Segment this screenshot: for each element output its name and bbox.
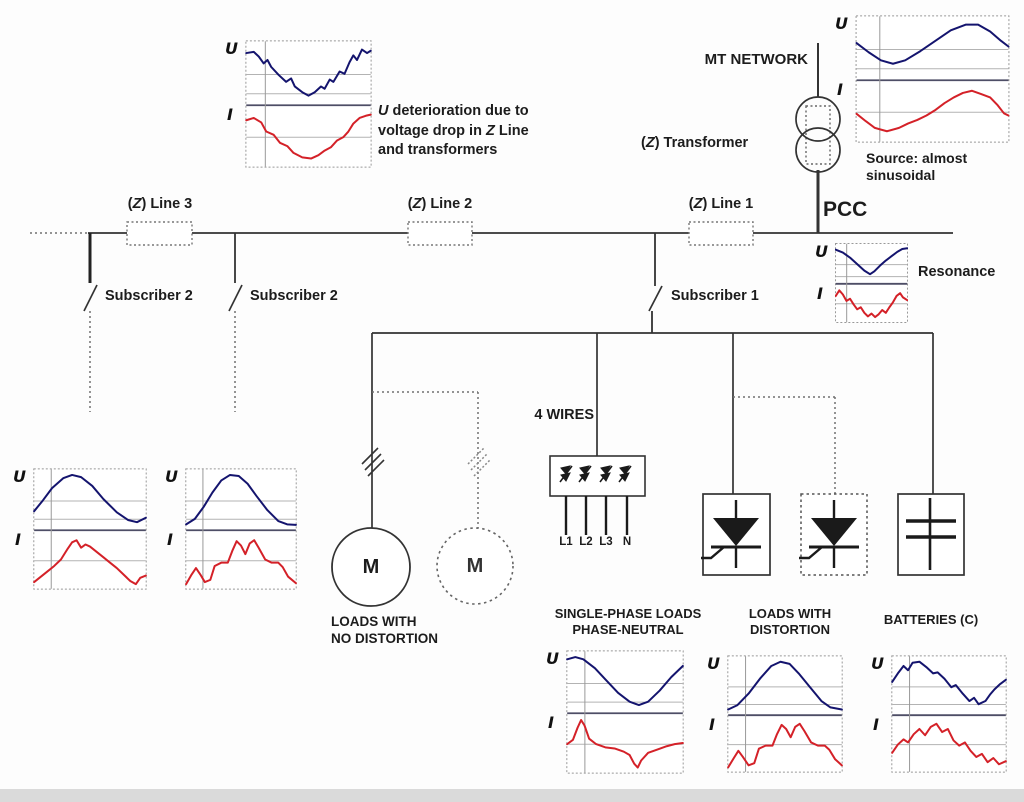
line2-impedance-box <box>407 221 473 246</box>
disconnector-switch-icon <box>83 284 98 312</box>
wire-n-label: N <box>622 536 632 548</box>
u-axis-label: U <box>835 14 848 33</box>
motor-branch-dotted <box>372 391 514 605</box>
line3-impedance-box <box>126 221 193 246</box>
waveform-plot <box>835 243 908 323</box>
i-axis-label: I <box>15 530 21 550</box>
line1-impedance-box <box>688 221 754 246</box>
subscriber2-mid-label: Subscriber 2 <box>250 288 338 304</box>
distorting-load-branch-solid <box>701 333 771 576</box>
waveform-plot <box>855 15 1010 143</box>
i-axis-label: I <box>873 715 879 735</box>
three-phase-slashes-icon <box>467 447 491 477</box>
transformer-dotted-core <box>805 105 831 165</box>
i-axis-label: I <box>227 105 233 125</box>
single-phase-caption: SINGLE-PHASE LOADS PHASE-NEUTRAL <box>554 606 702 637</box>
batteries-caption: BATTERIES (C) <box>883 612 979 627</box>
u-axis-label: U <box>707 654 720 673</box>
waveform-plot <box>33 468 147 590</box>
transformer-label: (Z) Transformer <box>641 135 749 151</box>
output-wires <box>564 496 629 535</box>
capacitor-battery-branch <box>897 333 965 576</box>
deterioration-caption: U deterioration due to voltage drop in Z… <box>378 103 529 158</box>
i-axis-label: I <box>709 715 715 735</box>
motor-circle-dotted-icon <box>436 527 514 605</box>
i-axis-label: I <box>548 713 554 733</box>
wire-l1-label: L1 <box>559 536 573 548</box>
waveform-plot <box>185 468 297 590</box>
disconnector-switch-icon <box>228 284 243 312</box>
i-axis-label: I <box>817 283 823 303</box>
mt-network-label: MT NETWORK <box>704 51 808 68</box>
i-axis-label: I <box>837 80 843 100</box>
distortion-caption: LOADS WITH DISTORTION <box>748 606 832 637</box>
triac-glyphs-icon <box>559 465 632 483</box>
wire-l3-label: L3 <box>599 536 613 548</box>
no-distortion-caption: LOADS WITH NO DISTORTION <box>331 614 439 646</box>
waveform-plot <box>727 655 843 773</box>
motor-branch-solid <box>331 333 411 607</box>
wire-l2-label: L2 <box>579 536 593 548</box>
transformer-secondary-winding-icon <box>795 127 841 173</box>
motor-m-label: M <box>362 556 380 578</box>
four-wires-branch <box>549 333 646 535</box>
waveform-plot <box>566 650 684 774</box>
line1-label: (Z) Line 1 <box>688 196 754 212</box>
four-wires-label: 4 WIRES <box>534 407 594 423</box>
bottom-gray-strip <box>0 789 1024 802</box>
motor-circle-icon <box>331 527 411 607</box>
u-axis-label: U <box>165 467 178 486</box>
thyristor-icon <box>701 500 761 568</box>
capacitor-icon <box>906 498 956 570</box>
resonance-caption: Resonance <box>918 264 996 280</box>
u-axis-label: U <box>871 654 884 673</box>
three-phase-slashes-icon <box>361 447 385 477</box>
distorting-load-branch-dotted <box>733 396 868 576</box>
transformer-branch <box>795 43 841 233</box>
source-caption: Source: almost sinusoidal <box>866 150 968 183</box>
transformer-primary-winding-icon <box>795 96 841 142</box>
u-axis-label: U <box>546 649 559 668</box>
u-axis-label: U <box>815 242 828 261</box>
subscriber2-mid-branch <box>228 233 243 412</box>
u-axis-label: U <box>13 467 26 486</box>
subscriber1-branch <box>648 233 663 333</box>
subscriber2-left-label: Subscriber 2 <box>105 288 193 304</box>
i-axis-label: I <box>167 530 173 550</box>
motor-m-dotted-label: M <box>466 555 484 577</box>
line2-label: (Z) Line 2 <box>407 196 473 212</box>
subscriber2-left-branch <box>83 233 98 412</box>
subscriber1-label: Subscriber 1 <box>671 288 759 304</box>
pcc-label: PCC <box>823 198 868 221</box>
waveform-plot <box>891 655 1007 773</box>
disconnector-switch-icon <box>648 285 663 312</box>
u-axis-label: U <box>225 39 238 58</box>
line3-label: (Z) Line 3 <box>127 196 193 212</box>
waveform-plot <box>245 40 372 168</box>
thyristor-icon <box>799 500 859 568</box>
